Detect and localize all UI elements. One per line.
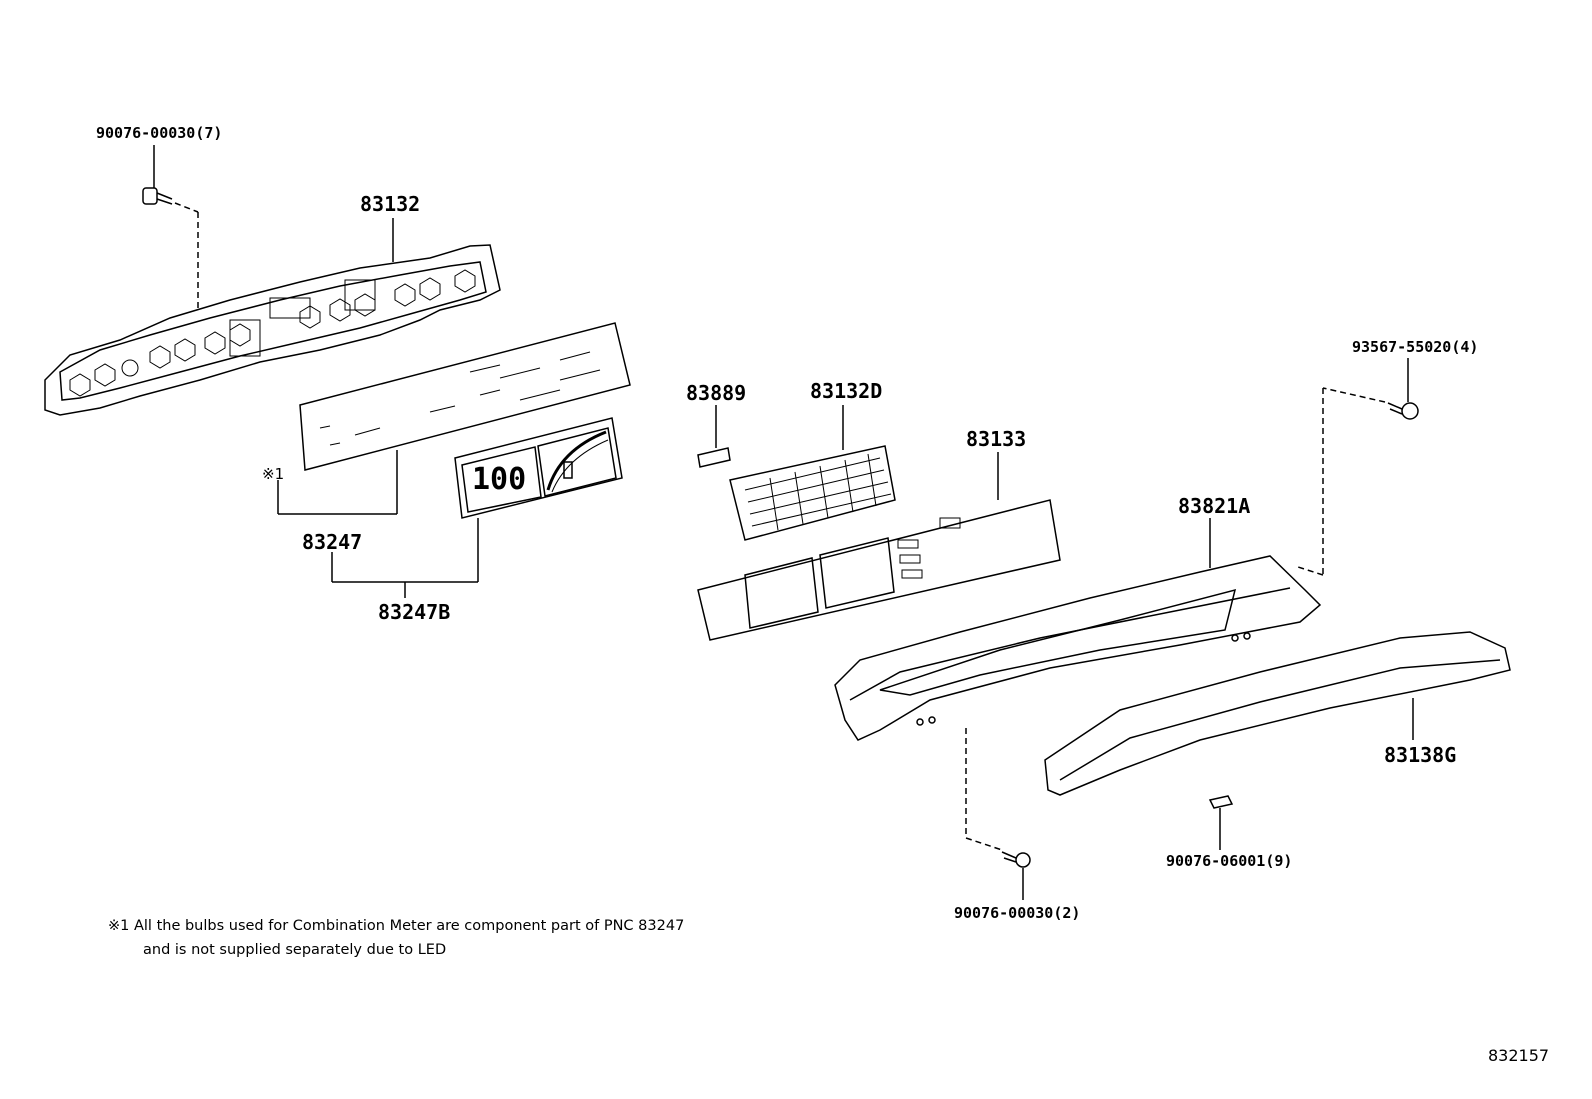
footnote-line-1: ※1 All the bulbs used for Combination Me…: [108, 918, 685, 934]
label-holder-83132D: 83132D: [810, 379, 883, 403]
label-lens-83821A: 83821A: [1178, 494, 1251, 518]
label-panel-83133: 83133: [966, 427, 1027, 451]
screw-top-right-icon: [1295, 358, 1418, 575]
label-screw-top-left: 90076-00030(7): [96, 124, 223, 142]
label-note-mark: ※1: [262, 465, 285, 483]
label-circuit-board: 83247: [302, 530, 363, 554]
footnote-line-2: and is not supplied separately due to LE…: [143, 942, 447, 958]
dial-plate-83247B: [332, 418, 622, 598]
screw-bottom-icon: [966, 728, 1030, 900]
screw-top-left-icon: [143, 145, 198, 318]
cover-83138G: [1045, 632, 1510, 795]
panel-83133: [698, 452, 1060, 640]
holder-83132D: [730, 405, 895, 540]
lens-83821A: [835, 518, 1320, 740]
label-screw-top-right: 93567-55020(4): [1352, 338, 1479, 356]
part-83889: [698, 405, 730, 467]
meter-housing-83132: [45, 218, 500, 415]
display-plate-digits: 100: [472, 462, 527, 497]
label-part-83889: 83889: [686, 381, 747, 405]
label-screw-bottom: 90076-00030(2): [954, 904, 1081, 922]
label-cover-83138G: 83138G: [1384, 743, 1457, 767]
diagram-id: 832157: [1488, 1046, 1550, 1065]
label-dial-plate: 83247B: [378, 600, 451, 624]
circuit-board-83247: [278, 323, 630, 582]
label-housing: 83132: [360, 192, 421, 216]
label-clip-bottom: 90076-06001(9): [1166, 852, 1293, 870]
clip-bottom-icon: [1210, 796, 1232, 850]
